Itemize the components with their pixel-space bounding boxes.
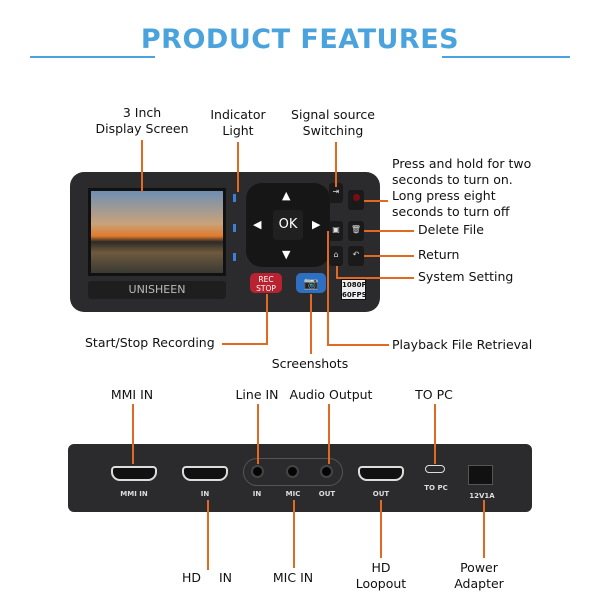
stop-label: STOP: [256, 284, 276, 293]
callout-line: [483, 500, 485, 558]
indicator-led: [233, 194, 236, 202]
signal-source-button[interactable]: ⇥: [329, 183, 343, 203]
title-rule-left: [30, 56, 155, 58]
rec-label: REC: [258, 275, 274, 284]
callout-line: [207, 500, 209, 570]
port-label: IN: [200, 490, 210, 498]
label-settings: System Setting: [418, 269, 514, 284]
label-indicator: Indicator Light: [210, 107, 266, 138]
port-label: TO PC: [424, 484, 448, 492]
label-hd-loopout: HD Loopout: [355, 560, 407, 591]
label-power-adapter: Power Adapter: [454, 560, 504, 591]
usb-port: [425, 465, 445, 473]
label-power: Press and hold for two seconds to turn o…: [392, 156, 532, 219]
callout-line: [328, 404, 330, 464]
up-arrow-button[interactable]: ▲: [282, 189, 291, 202]
port-label: 12V1A: [469, 492, 495, 500]
hd-in-port: [182, 466, 228, 481]
callout-line: [364, 200, 388, 202]
callout-line: [141, 140, 143, 192]
callout-line: [293, 500, 295, 568]
callout-line: [336, 277, 414, 279]
camera-icon: 📷: [303, 276, 319, 290]
port-label: OUT: [372, 490, 390, 498]
return-button[interactable]: ↶: [348, 246, 364, 266]
label-hd: HD: [182, 570, 202, 585]
page-title: PRODUCT FEATURES: [140, 24, 460, 55]
right-arrow-button[interactable]: ▶: [312, 218, 321, 231]
resolution-badge: 1080P 60FPS: [341, 279, 367, 300]
label-delete: Delete File: [418, 222, 484, 237]
callout-line: [266, 294, 268, 344]
delete-button[interactable]: 🗑: [348, 221, 364, 241]
hd-out-port: [358, 466, 404, 481]
home-button[interactable]: ⌂: [329, 246, 343, 266]
label-line-in: Line IN: [235, 387, 279, 402]
callout-line: [257, 404, 259, 464]
callout-line: [327, 344, 389, 346]
left-arrow-button[interactable]: ◀: [253, 218, 262, 231]
power-jack: [468, 465, 493, 485]
display-screen: [88, 188, 226, 276]
badge-fps: 60FPS: [342, 291, 367, 299]
callout-line: [327, 231, 329, 346]
port-label: MIC: [285, 490, 301, 498]
indicator-led: [233, 253, 236, 261]
callout-line: [335, 142, 337, 187]
label-display: 3 Inch Display Screen: [95, 105, 189, 136]
label-hd-in: IN: [219, 570, 233, 585]
mic-jack: [286, 465, 299, 478]
audio-out-jack: [320, 465, 333, 478]
label-mic-in: MIC IN: [272, 570, 314, 585]
screenshot-button[interactable]: 📷: [296, 273, 326, 293]
line-in-jack: [251, 465, 264, 478]
callout-line: [364, 255, 414, 257]
indicator-led: [233, 224, 236, 232]
label-to-pc: TO PC: [415, 387, 453, 402]
badge-resolution: 1080P: [342, 281, 367, 289]
port-label: OUT: [318, 490, 336, 498]
callout-line: [434, 404, 436, 464]
ok-button[interactable]: OK: [273, 210, 303, 240]
playback-button[interactable]: ▣: [329, 221, 343, 241]
title-rule-right: [442, 56, 570, 58]
hdmi-in-port: [111, 466, 157, 481]
label-screenshots: Screenshots: [271, 356, 349, 371]
callout-line: [310, 294, 312, 354]
audio-jack-bezel: [243, 458, 343, 486]
callout-line: [336, 266, 338, 278]
down-arrow-button[interactable]: ▼: [282, 248, 291, 261]
callout-line: [237, 142, 239, 192]
callout-line: [132, 404, 134, 464]
callout-line: [364, 230, 414, 232]
label-record: Start/Stop Recording: [85, 335, 215, 350]
callout-line: [222, 343, 268, 345]
callout-line: [380, 500, 382, 558]
label-return: Return: [418, 247, 460, 262]
port-label: IN: [252, 490, 262, 498]
label-playback: Playback File Retrieval: [392, 337, 533, 352]
label-signal: Signal source Switching: [291, 107, 375, 138]
label-mmi-in: MMI IN: [110, 387, 154, 402]
label-audio-output: Audio Output: [289, 387, 373, 402]
brand-label: UNISHEEN: [88, 281, 226, 299]
port-label: MMI IN: [120, 490, 148, 498]
power-button[interactable]: [348, 190, 364, 210]
